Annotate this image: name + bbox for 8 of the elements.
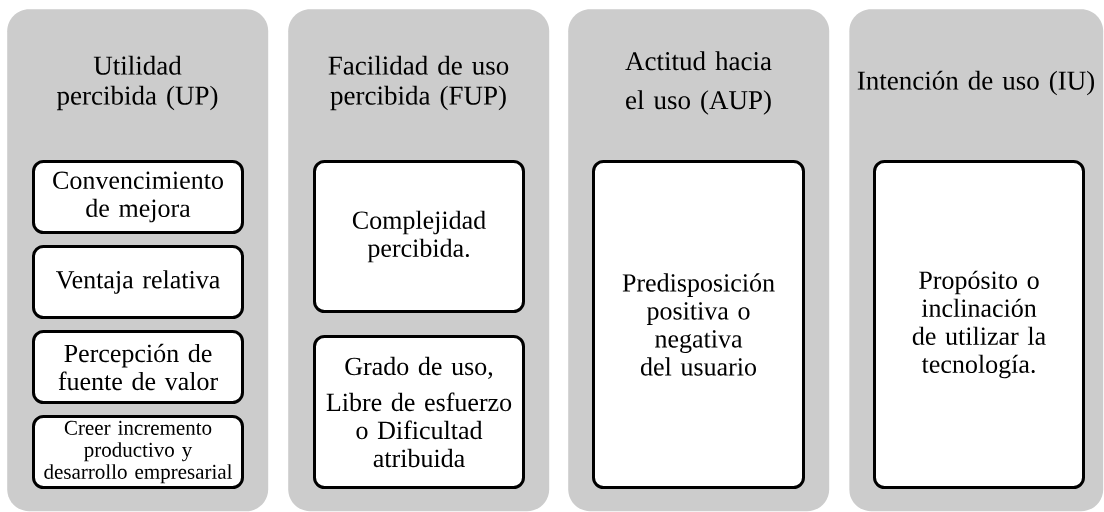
concept-box: Convencimiento de mejora <box>32 160 244 234</box>
concept-box: Percepción de fuente de valor <box>32 330 244 404</box>
concept-box: Complejidad percibida. <box>313 160 525 313</box>
concept-box: Propósito o inclinación de utilizar la tecnología. <box>873 160 1085 489</box>
concept-box: Predisposición positiva o negativa del usuario <box>592 160 805 489</box>
concept-box: Creer incremento productivo y desarrollo empresarial <box>32 415 244 489</box>
concept-box: Grado de uso, Libre de esfuerzo o Dificultad atribuida <box>313 335 525 489</box>
concept-box: Ventaja relativa <box>32 245 244 319</box>
